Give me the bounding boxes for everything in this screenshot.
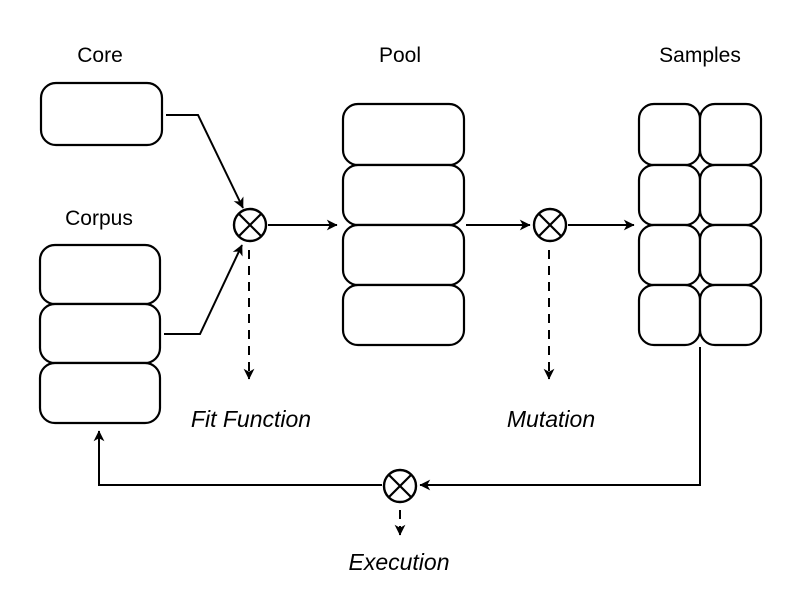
sample-box [637,283,702,347]
samples-title: Samples [659,44,741,67]
pool-title: Pool [379,44,421,67]
corpus-box [38,243,162,306]
sample-box [698,163,763,227]
pool-node [341,102,466,347]
mutation-operator-icon [532,207,568,243]
sample-box [637,102,702,167]
corpus-box [38,361,162,425]
fit-function-label: Fit Function [191,406,311,432]
corpus-box [38,302,162,365]
arrow-corpus-to-fit-operator [164,244,243,335]
samples-node [637,102,763,347]
core-title: Core [77,44,123,67]
mutation-label: Mutation [507,406,595,432]
arrow-samples-to-execution-operator [419,347,701,491]
core-box [39,81,164,147]
sample-box [637,163,702,227]
corpus-node [38,243,162,425]
pool-box [341,163,466,227]
arrow-execution-operator-to-corpus [93,430,382,486]
arrow-core-to-fit-operator [166,114,244,209]
execution-operator-icon [382,468,418,504]
sample-box [637,223,702,287]
sample-box [698,223,763,287]
fit-operator-icon [232,207,268,243]
pool-box [341,283,466,347]
pool-box [341,102,466,167]
pool-box [341,223,466,287]
corpus-title: Corpus [65,207,133,230]
core-node [39,81,164,147]
execution-label: Execution [348,549,449,575]
sample-box [698,102,763,167]
sample-box [698,283,763,347]
